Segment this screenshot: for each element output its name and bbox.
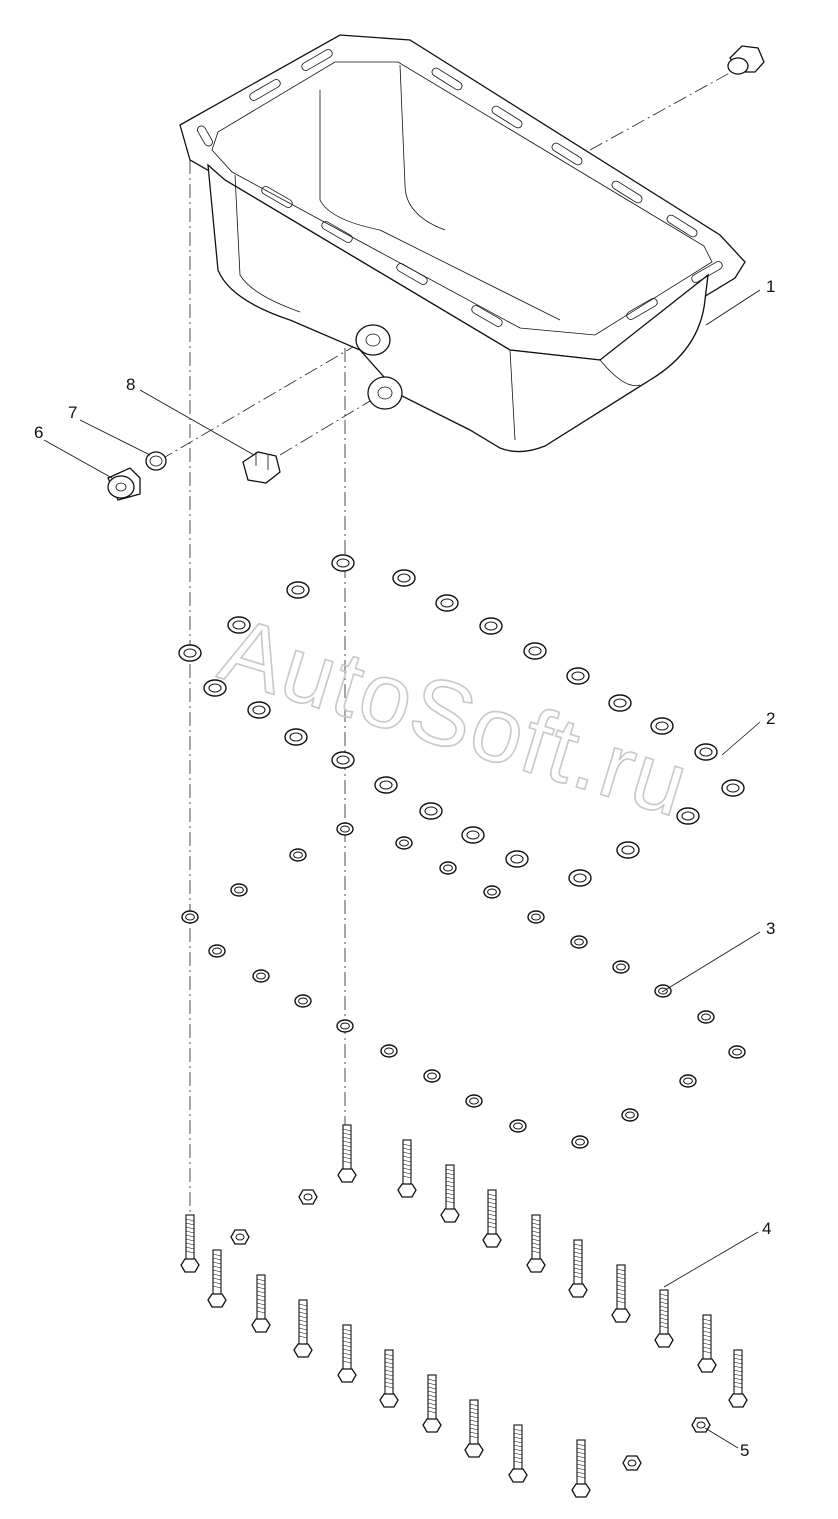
washer (331, 751, 355, 769)
washer (435, 594, 459, 612)
washer (392, 569, 416, 587)
callouts: 1 2 3 4 5 6 7 8 (34, 277, 775, 1460)
spring-washer (728, 1045, 746, 1059)
washer (374, 776, 398, 794)
spring-washer (570, 935, 588, 949)
gasket-washers (178, 554, 745, 887)
bolt (611, 1264, 631, 1323)
bolt (728, 1349, 748, 1408)
washer (461, 826, 485, 844)
washer (331, 554, 355, 572)
bolt (568, 1239, 588, 1298)
washer (284, 728, 308, 746)
bolt (337, 1324, 357, 1383)
washer (286, 581, 310, 599)
washer (566, 667, 590, 685)
spring-washer (181, 910, 199, 924)
spring-washer (380, 1044, 398, 1058)
spring-washer (208, 944, 226, 958)
washer (616, 841, 640, 859)
spring-washer (612, 960, 630, 974)
spring-washer (289, 848, 307, 862)
washer (568, 869, 592, 887)
spring-washers (181, 822, 746, 1149)
spring-washer (423, 1069, 441, 1083)
bolts (180, 1124, 748, 1498)
washer (650, 717, 674, 735)
callout-8: 8 (126, 375, 135, 394)
leader-lines (43, 289, 761, 1449)
bolt (293, 1299, 313, 1358)
nut (691, 1417, 711, 1433)
callout-6: 6 (34, 423, 43, 442)
bolt (482, 1189, 502, 1248)
oil-pan-fitting (727, 45, 765, 75)
spring-washer (679, 1074, 697, 1088)
washer (523, 642, 547, 660)
washer (479, 617, 503, 635)
spring-washer (294, 994, 312, 1008)
washer (203, 679, 227, 697)
callout-2: 2 (766, 709, 775, 728)
bolt (654, 1289, 674, 1348)
nut (230, 1229, 250, 1245)
washer (178, 644, 202, 662)
washer (608, 694, 632, 712)
bolt (571, 1439, 591, 1498)
bolt (440, 1164, 460, 1223)
bolt (251, 1274, 271, 1333)
spring-washer (336, 822, 354, 836)
callout-1: 1 (766, 277, 775, 296)
screw-plug (242, 451, 281, 484)
oil-pan (179, 34, 746, 453)
spring-washer (395, 836, 413, 850)
drain-plug (107, 467, 141, 501)
spring-washer (571, 1135, 589, 1149)
seal-ring (145, 451, 167, 471)
watermark-text: AutoSoft.ru (210, 598, 701, 837)
spring-washer (527, 910, 545, 924)
washer (676, 807, 700, 825)
bolt (337, 1124, 357, 1183)
callout-3: 3 (766, 919, 775, 938)
spring-washer (621, 1108, 639, 1122)
callout-4: 4 (762, 1219, 771, 1238)
spring-washer (336, 1019, 354, 1033)
washer (694, 743, 718, 761)
bolt (697, 1314, 717, 1373)
spring-washer (252, 969, 270, 983)
spring-washer (439, 861, 457, 875)
bolt (180, 1214, 200, 1273)
bolt (207, 1249, 227, 1308)
spring-washer (697, 1010, 715, 1024)
washer (505, 850, 529, 868)
nut (298, 1189, 318, 1205)
bolt (422, 1374, 442, 1433)
washer (721, 779, 745, 797)
bolt (464, 1399, 484, 1458)
nut (622, 1455, 642, 1471)
bolt (508, 1424, 528, 1483)
bolt (379, 1349, 399, 1408)
bolt (526, 1214, 546, 1273)
washer (227, 616, 251, 634)
callout-5: 5 (740, 1441, 749, 1460)
spring-washer (465, 1094, 483, 1108)
bolt (397, 1139, 417, 1198)
spring-washer (230, 883, 248, 897)
washer (247, 701, 271, 719)
callout-7: 7 (68, 403, 77, 422)
spring-washer (483, 885, 501, 899)
spring-washer (509, 1119, 527, 1133)
washer (419, 802, 443, 820)
